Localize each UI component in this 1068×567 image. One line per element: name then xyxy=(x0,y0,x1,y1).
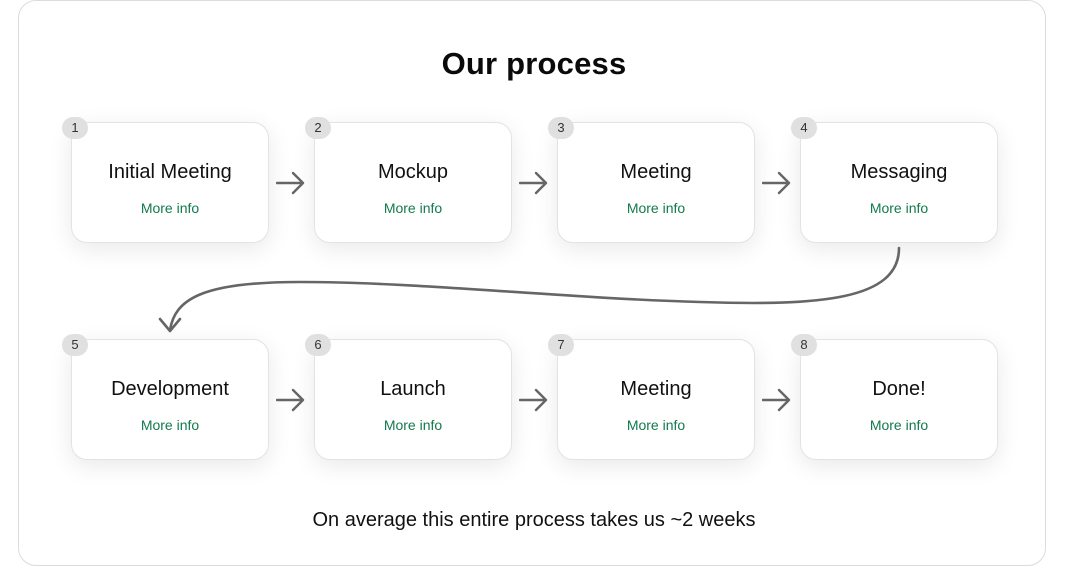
more-info-link[interactable]: More info xyxy=(383,417,443,433)
process-duration-note: On average this entire process takes us … xyxy=(312,509,756,531)
step-number-badge: 6 xyxy=(305,334,331,356)
step-label: Development xyxy=(111,378,229,400)
step-label: Mockup xyxy=(377,161,449,183)
step-label: Meeting xyxy=(620,161,692,183)
step-number-badge: 7 xyxy=(548,334,574,356)
more-info-link[interactable]: More info xyxy=(383,200,443,216)
step-card-2[interactable]: Mockup More info xyxy=(314,122,512,243)
step-card-3[interactable]: Meeting More info xyxy=(557,122,755,243)
step-number-badge: 5 xyxy=(62,334,88,356)
arrow-right-icon xyxy=(762,388,791,412)
more-info-link[interactable]: More info xyxy=(626,200,686,216)
step-number-badge: 2 xyxy=(305,117,331,139)
step-number-badge: 8 xyxy=(791,334,817,356)
process-panel xyxy=(18,0,1046,566)
step-label: Messaging xyxy=(850,161,948,183)
step-card-6[interactable]: Launch More info xyxy=(314,339,512,460)
step-card-5[interactable]: Development More info xyxy=(71,339,269,460)
arrow-right-icon xyxy=(276,388,305,412)
more-info-link[interactable]: More info xyxy=(869,200,929,216)
step-number-badge: 3 xyxy=(548,117,574,139)
arrow-right-icon xyxy=(519,388,548,412)
step-label: Launch xyxy=(380,378,446,400)
step-card-7[interactable]: Meeting More info xyxy=(557,339,755,460)
step-label: Meeting xyxy=(620,378,692,400)
arrow-right-icon xyxy=(276,171,305,195)
step-number-badge: 4 xyxy=(791,117,817,139)
arrow-right-icon xyxy=(519,171,548,195)
step-label: Initial Meeting xyxy=(108,161,232,183)
more-info-link[interactable]: More info xyxy=(626,417,686,433)
more-info-link[interactable]: More info xyxy=(869,417,929,433)
arrow-right-icon xyxy=(762,171,791,195)
more-info-link[interactable]: More info xyxy=(140,417,200,433)
step-number-badge: 1 xyxy=(62,117,88,139)
page-title: Our process xyxy=(441,46,627,81)
more-info-link[interactable]: More info xyxy=(140,200,200,216)
step-card-8[interactable]: Done! More info xyxy=(800,339,998,460)
step-label: Done! xyxy=(872,378,926,400)
step-card-4[interactable]: Messaging More info xyxy=(800,122,998,243)
step-card-1[interactable]: Initial Meeting More info xyxy=(71,122,269,243)
